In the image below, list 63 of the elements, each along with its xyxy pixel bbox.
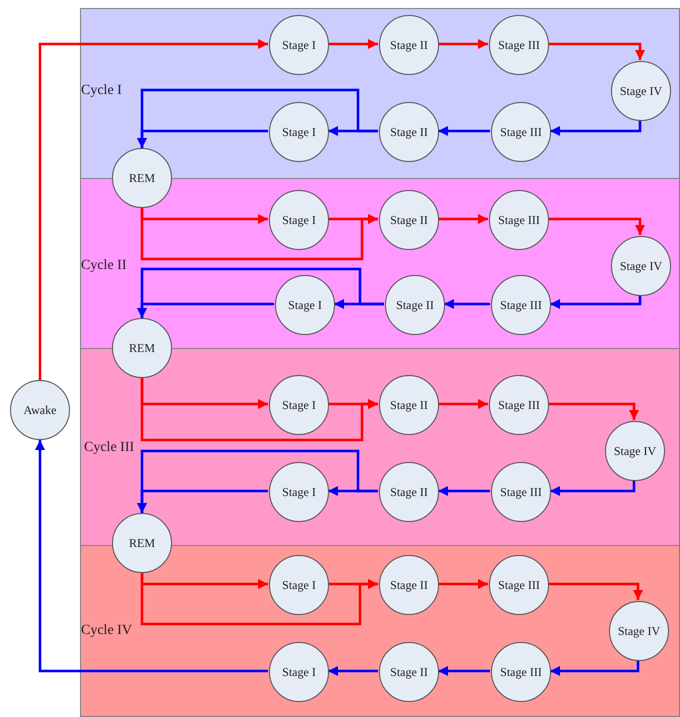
arrow — [137, 490, 268, 513]
stage-label: Stage I — [282, 664, 316, 680]
arrow — [438, 486, 490, 496]
stage-label: Stage II — [390, 664, 428, 680]
arrow — [137, 302, 274, 318]
stage-label: Stage I — [282, 38, 316, 52]
stage-label: Stage II — [390, 212, 428, 228]
arrow — [328, 39, 378, 49]
stage-label: Stage II — [390, 578, 428, 592]
arrow — [438, 579, 488, 589]
arrow — [550, 660, 640, 676]
arrow — [438, 399, 488, 409]
arrow — [550, 120, 642, 136]
stage-label: Stage III — [500, 124, 542, 140]
arrow — [328, 579, 378, 589]
stage-label: Stage I — [282, 578, 316, 592]
stage-label: Stage IV — [614, 444, 656, 458]
arrow — [550, 480, 636, 496]
stage-label: Stage III — [500, 664, 542, 680]
stage-label: Stage III — [500, 298, 542, 312]
cycle-label: Cycle IV — [81, 623, 132, 639]
stage-label: Stage II — [390, 398, 428, 412]
stage-label: REM — [128, 170, 155, 186]
stage-label: Stage I — [288, 298, 322, 312]
cycle-label: Cycle III — [84, 440, 134, 456]
stage-label: Stage IV — [620, 84, 662, 98]
stage-label: Stage IV — [618, 624, 660, 638]
stage-label: Stage I — [282, 124, 316, 140]
stage-label: REM — [128, 536, 155, 550]
stage-label: Stage III — [500, 484, 542, 500]
stage-label: Stage III — [498, 212, 540, 228]
arrow — [444, 299, 490, 309]
arrow — [38, 39, 268, 380]
arrow — [35, 440, 268, 672]
stage-label: Stage IV — [620, 258, 662, 274]
cycle-label: Cycle II — [81, 258, 126, 274]
arrow — [328, 666, 378, 676]
stage-label: Stage II — [390, 484, 428, 500]
stage-label: Stage I — [282, 212, 316, 228]
stage-label: Stage III — [498, 38, 540, 52]
stage-label: REM — [128, 340, 155, 356]
arrow — [548, 582, 643, 600]
stage-label: Stage III — [498, 398, 540, 412]
arrow — [438, 214, 488, 224]
arrow — [328, 399, 378, 409]
stage-label: Stage II — [396, 298, 434, 312]
cycle-band — [80, 545, 680, 717]
arrow — [550, 295, 642, 309]
arrow — [548, 402, 639, 420]
stage-label: Stage III — [498, 578, 540, 592]
arrow — [548, 42, 645, 60]
stage-label: Awake — [24, 402, 56, 418]
stage-label: Stage II — [390, 38, 428, 52]
arrow — [548, 218, 645, 235]
stage-label: Stage I — [282, 398, 316, 412]
arrow — [438, 126, 490, 136]
arrow — [137, 130, 268, 148]
arrow — [438, 39, 488, 49]
stage-label: Stage I — [282, 484, 316, 500]
stage-label: Stage II — [390, 124, 428, 140]
cycle-label: Cycle I — [81, 83, 122, 99]
arrow — [438, 666, 490, 676]
arrow — [328, 214, 378, 224]
